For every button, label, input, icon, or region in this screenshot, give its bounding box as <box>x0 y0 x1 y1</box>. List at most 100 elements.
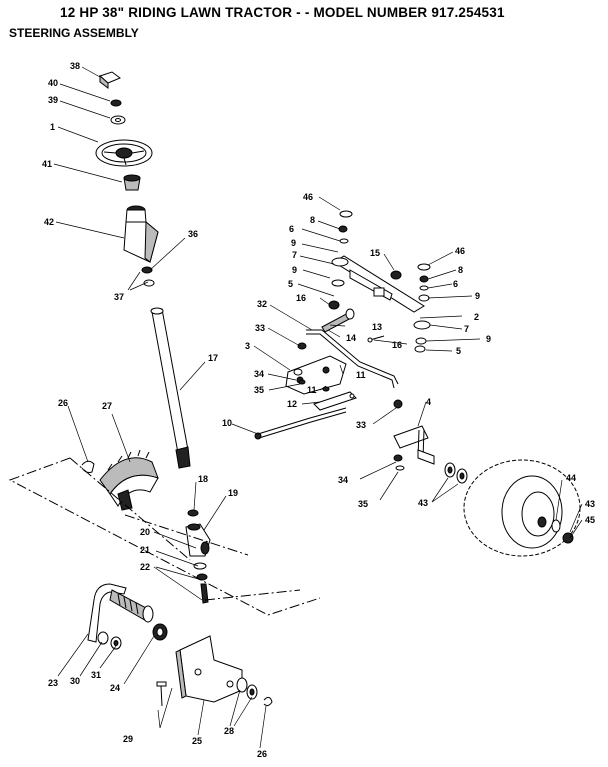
callout-46b: 46 <box>455 246 465 256</box>
pinion-part-19 <box>185 523 211 557</box>
callout-40: 40 <box>48 78 58 88</box>
callout-46a: 46 <box>303 192 313 202</box>
page-title: 12 HP 38" RIDING LAWN TRACTOR - - MODEL … <box>60 5 505 20</box>
pin-part-16 <box>367 335 385 343</box>
clip-part-26 <box>81 460 95 473</box>
callout-9c: 9 <box>475 291 480 301</box>
callout-2: 2 <box>474 312 479 322</box>
callout-3: 3 <box>245 341 250 351</box>
steering-boot-part-42 <box>123 205 159 263</box>
callout-36: 36 <box>188 229 198 239</box>
callout-7b: 7 <box>464 324 469 334</box>
washers-part-28 <box>236 677 258 700</box>
steering-cap-part <box>99 71 121 89</box>
callout-20: 20 <box>140 527 150 537</box>
callout-43b: 43 <box>585 499 595 509</box>
callout-24: 24 <box>110 683 120 693</box>
front-wheel-tire <box>463 459 581 557</box>
spindle-arm-part-4 <box>393 425 435 465</box>
washers-part-43a <box>444 462 468 484</box>
washer-part-39 <box>110 115 126 125</box>
callout-8b: 8 <box>458 265 463 275</box>
callout-32: 32 <box>257 299 267 309</box>
axle-bar-part-2 <box>333 255 425 313</box>
callout-12: 12 <box>287 399 297 409</box>
callout-4: 4 <box>426 397 431 407</box>
callout-22: 22 <box>140 562 150 572</box>
link-part-12 <box>313 391 357 411</box>
callout-26a: 26 <box>58 398 68 408</box>
callout-37: 37 <box>114 292 124 302</box>
callout-35b: 35 <box>358 499 368 509</box>
callout-5a: 5 <box>288 279 293 289</box>
callout-labels: 38 40 39 1 41 42 36 37 17 26 27 18 19 20… <box>42 61 595 759</box>
callout-19: 19 <box>228 488 238 498</box>
callout-15: 15 <box>370 248 380 258</box>
washers-parts-30-31 <box>97 631 122 650</box>
callout-23: 23 <box>48 678 58 688</box>
callout-31: 31 <box>91 670 101 680</box>
callout-43a: 43 <box>418 498 428 508</box>
fastener-parts-20-22 <box>193 562 209 604</box>
callout-13: 13 <box>372 322 382 332</box>
callout-16a: 16 <box>296 293 306 303</box>
callout-11a: 11 <box>307 385 317 395</box>
callout-1: 1 <box>50 122 55 132</box>
callout-6b: 6 <box>453 279 458 289</box>
callout-8a: 8 <box>310 215 315 225</box>
callout-34b: 34 <box>338 475 348 485</box>
callout-9b: 9 <box>292 265 297 275</box>
spindle-hardware-left <box>328 210 353 310</box>
callout-44: 44 <box>566 473 576 483</box>
callout-18: 18 <box>198 474 208 484</box>
callout-9d: 9 <box>486 334 491 344</box>
tie-rod-part-10 <box>254 407 347 440</box>
clip-part-26b <box>263 696 273 707</box>
adapter-part-41 <box>123 174 141 191</box>
diagram-subtitle: STEERING ASSEMBLY <box>9 26 139 40</box>
callout-45: 45 <box>585 515 595 525</box>
bracket-part-25 <box>175 635 243 703</box>
bushing-part-24 <box>152 623 168 641</box>
callout-42: 42 <box>44 217 54 227</box>
callout-39: 39 <box>48 95 58 105</box>
hubcap-hardware-44-45 <box>551 519 574 544</box>
nut-part-33b <box>393 399 403 409</box>
fasteners-parts-34-35b <box>393 454 405 471</box>
callout-10: 10 <box>222 418 232 428</box>
callout-26b: 26 <box>257 749 267 759</box>
callout-38: 38 <box>70 61 80 71</box>
callout-27: 27 <box>102 401 112 411</box>
sector-gear-part-27 <box>99 449 159 511</box>
callout-21: 21 <box>140 545 150 555</box>
callout-33b: 33 <box>356 420 366 430</box>
nut-part-15 <box>390 270 402 280</box>
callout-17: 17 <box>208 353 218 363</box>
callout-41: 41 <box>42 159 52 169</box>
callout-6a: 6 <box>289 224 294 234</box>
nut-part-40 <box>110 99 122 107</box>
callout-33a: 33 <box>255 323 265 333</box>
callout-30: 30 <box>70 676 80 686</box>
washer-part-18 <box>187 509 199 517</box>
callout-35a: 35 <box>254 385 264 395</box>
steering-wheel-part <box>95 139 153 167</box>
callout-5b: 5 <box>456 346 461 356</box>
callout-14: 14 <box>346 333 356 343</box>
leader-lines <box>53 66 583 749</box>
bushing-part-36 <box>141 266 155 287</box>
callout-11b: 11 <box>356 370 366 380</box>
callout-28: 28 <box>224 726 234 736</box>
callout-9a: 9 <box>291 238 296 248</box>
steering-arm-part-23 <box>87 583 154 643</box>
callout-29: 29 <box>123 734 133 744</box>
bolt-part-13 <box>321 308 355 333</box>
callout-7a: 7 <box>292 250 297 260</box>
fasteners-parts-33-35 <box>293 342 330 392</box>
bolt-part-29 <box>156 681 167 707</box>
steering-shaft-part-17 <box>150 307 191 469</box>
callout-16b: 16 <box>392 340 402 350</box>
callout-34a: 34 <box>254 369 264 379</box>
callout-25: 25 <box>192 736 202 746</box>
